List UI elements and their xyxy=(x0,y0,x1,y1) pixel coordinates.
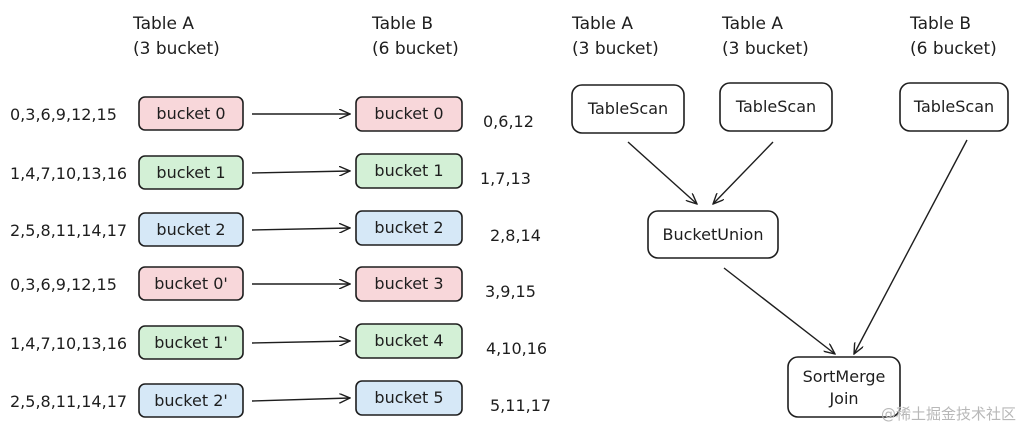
tablescan-node-3 xyxy=(899,82,1009,132)
sortmerge-join-label-line1: SortMerge xyxy=(803,367,886,386)
plan-header-3-name: Table B xyxy=(909,14,971,34)
table-b-key-values: 5,11,17 xyxy=(490,396,551,415)
edge-scan1-to-union xyxy=(627,141,697,204)
plan-header-1-buckets: (3 bucket) xyxy=(572,39,659,59)
tablescan-node-1 xyxy=(571,84,685,134)
tablescan-node-1-label: TableScan xyxy=(587,99,668,118)
table-a-key-values: 2,5,8,11,14,17 xyxy=(10,221,127,240)
plan-header-2-name: Table A xyxy=(721,14,783,34)
edge-scan2-to-union xyxy=(713,141,774,204)
table-a-header-buckets: (3 bucket) xyxy=(133,39,220,59)
table-b-bucket-box xyxy=(355,323,463,359)
table-b-header-name: Table B xyxy=(371,14,433,34)
bucket-mapping-arrow xyxy=(251,171,350,173)
bucket-mapping-rows: 0,3,6,9,12,15 bucket 0 bucket 0 0,6,12 1,4,7… xyxy=(10,96,551,418)
table-a-bucket-label: bucket 0' xyxy=(154,274,228,293)
table-a-bucket-box xyxy=(138,96,244,131)
table-a-bucket-box xyxy=(138,383,244,418)
table-a-key-values: 1,4,7,10,13,16 xyxy=(10,334,127,353)
bucketunion-node xyxy=(647,210,779,259)
table-a-bucket-box xyxy=(138,212,244,247)
table-b-bucket-label: bucket 5 xyxy=(374,388,443,407)
table-b-bucket-box xyxy=(355,266,463,302)
table-a-header-name: Table A xyxy=(132,14,194,34)
table-b-bucket-box xyxy=(355,380,463,416)
table-b-header-buckets: (6 bucket) xyxy=(372,39,459,59)
table-b-bucket-box xyxy=(355,153,463,189)
table-b-bucket-label: bucket 2 xyxy=(374,218,443,237)
table-b-bucket-label: bucket 3 xyxy=(374,274,443,293)
plan-header-3-buckets: (6 bucket) xyxy=(910,39,997,59)
table-b-bucket-label: bucket 1 xyxy=(374,161,443,180)
table-a-bucket-label: bucket 1 xyxy=(156,163,225,182)
table-b-bucket-box xyxy=(355,210,463,246)
table-a-key-values: 1,4,7,10,13,16 xyxy=(10,164,127,183)
edge-union-to-join xyxy=(723,267,835,354)
table-b-bucket-box xyxy=(355,96,463,132)
bucket-mapping-arrow xyxy=(251,398,350,401)
table-a-key-values: 0,3,6,9,12,15 xyxy=(10,105,117,124)
bucket-mapping-arrow xyxy=(251,228,350,230)
table-b-bucket-label: bucket 4 xyxy=(374,331,443,350)
table-b-bucket-label: bucket 0 xyxy=(374,104,443,123)
table-b-key-values: 3,9,15 xyxy=(485,282,536,301)
plan-header-1-name: Table A xyxy=(571,14,633,34)
table-a-bucket-box xyxy=(138,325,244,360)
plan-header-2-buckets: (3 bucket) xyxy=(722,39,809,59)
sortmerge-join-node xyxy=(787,356,901,418)
table-a-bucket-box xyxy=(138,266,244,301)
table-a-bucket-label: bucket 2' xyxy=(154,391,228,410)
table-a-bucket-label: bucket 2 xyxy=(156,220,225,239)
table-a-key-values: 2,5,8,11,14,17 xyxy=(10,392,127,411)
bucketunion-node-label: BucketUnion xyxy=(663,225,764,244)
tablescan-node-2 xyxy=(719,82,833,132)
bucket-mapping-arrow xyxy=(251,341,350,343)
table-a-bucket-label: bucket 1' xyxy=(154,333,228,352)
table-a-key-values: 0,3,6,9,12,15 xyxy=(10,275,117,294)
table-b-key-values: 4,10,16 xyxy=(486,339,547,358)
table-a-bucket-label: bucket 0 xyxy=(156,104,225,123)
watermark: @稀土掘金技术社区 xyxy=(881,405,1016,423)
tablescan-node-2-label: TableScan xyxy=(735,97,816,116)
edge-scan3-to-join xyxy=(854,139,968,354)
table-b-key-values: 0,6,12 xyxy=(483,112,534,131)
sortmerge-join-label-line2: Join xyxy=(828,389,858,408)
table-b-key-values: 1,7,13 xyxy=(480,169,531,188)
table-b-key-values: 2,8,14 xyxy=(490,226,541,245)
table-a-bucket-box xyxy=(138,155,244,190)
tablescan-node-3-label: TableScan xyxy=(913,97,994,116)
